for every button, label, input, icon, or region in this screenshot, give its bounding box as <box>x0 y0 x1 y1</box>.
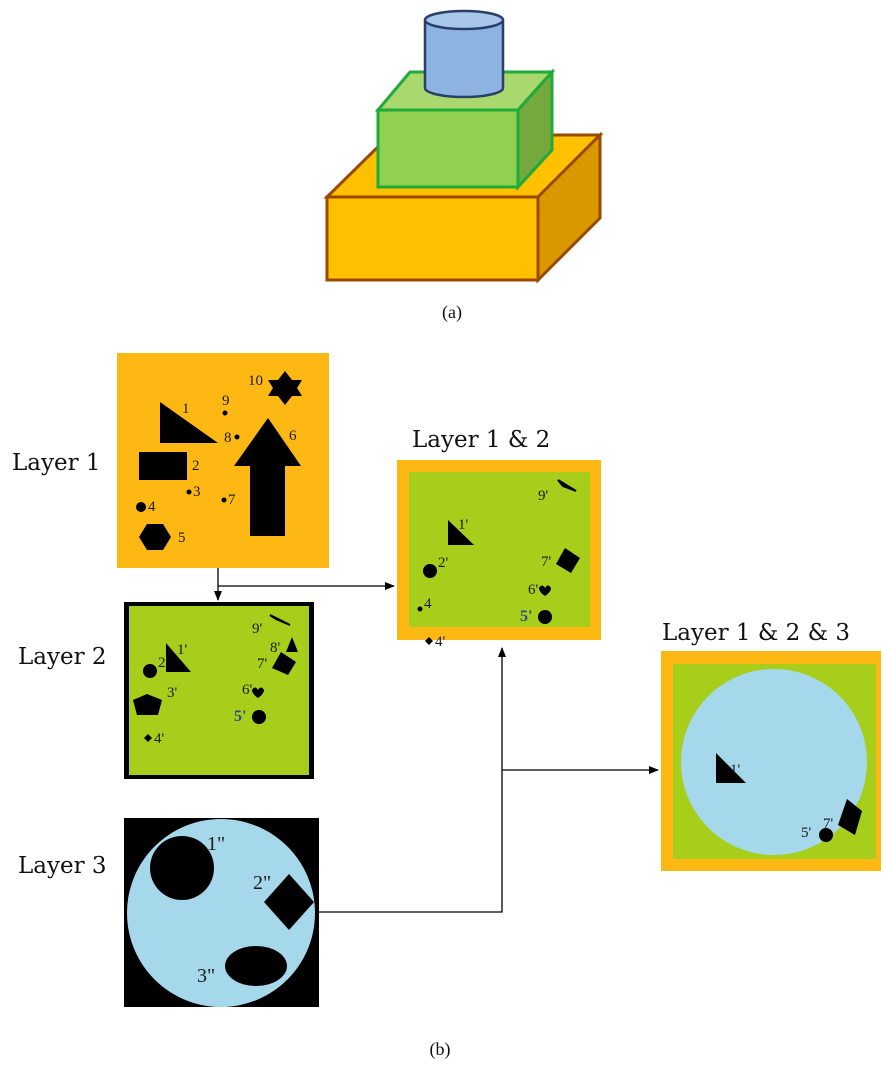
caption-a: (a) <box>442 302 462 323</box>
l123-label-1: 1' <box>730 762 741 778</box>
layer3-panel: 1" 2" 3" <box>124 818 319 1007</box>
label-layer3: Layer 3 <box>18 853 107 879</box>
layer1-panel: 1 2 3 4 5 6 7 8 9 10 <box>117 353 329 568</box>
top-cylinder <box>423 9 505 99</box>
l3-label-2: 2" <box>253 872 271 894</box>
layer12-panel: 1' 2' 4 4' 5' 6' 7' 9' <box>397 460 601 650</box>
label-layer2: Layer 2 <box>18 644 107 670</box>
arrow-layer3-to-layer12 <box>319 647 506 913</box>
stack-illustration <box>323 9 604 284</box>
l2-label-4: 4' <box>154 731 165 747</box>
l2-label-6: 6' <box>242 682 253 698</box>
connectors <box>214 568 659 913</box>
l12-label-6: 6' <box>528 582 539 598</box>
l1-label-5: 5 <box>178 530 186 546</box>
l1-label-7: 7 <box>228 492 236 508</box>
l1-label-4: 4 <box>148 499 156 515</box>
l1-label-2: 2 <box>192 458 200 474</box>
layer123-panel: 1' 5' 7' <box>661 651 881 871</box>
l3-label-1: 1" <box>207 833 225 855</box>
l1-label-1: 1 <box>182 401 190 417</box>
label-layer12: Layer 1 & 2 <box>412 427 550 453</box>
l12-label-4b: 4' <box>435 634 446 650</box>
l12-label-9: 9' <box>538 488 549 504</box>
layer2-panel: 1' 2' 3' 4' 5' 6' 7' 8' 9' <box>124 602 314 779</box>
label-layer1: Layer 1 <box>12 450 101 476</box>
l1-label-8: 8 <box>224 430 232 446</box>
l1-label-3: 3 <box>193 484 201 500</box>
l1-label-9: 9 <box>222 393 230 409</box>
l2-label-5: 5' <box>234 708 246 725</box>
caption-b: (b) <box>430 1039 451 1060</box>
label-layer123: Layer 1 & 2 & 3 <box>662 620 850 646</box>
l2-label-7: 7' <box>257 656 268 672</box>
l12-label-1: 1' <box>458 517 469 533</box>
l12-label-7: 7' <box>541 554 552 570</box>
l2-label-8: 8' <box>270 640 281 656</box>
l123-label-7: 7' <box>823 816 834 832</box>
l2-label-9: 9' <box>252 621 263 637</box>
l3-label-3: 3" <box>197 965 215 987</box>
l1-label-6: 6 <box>289 428 297 444</box>
l2-label-3: 3' <box>167 685 178 701</box>
l2-label-1: 1' <box>177 642 188 658</box>
l1-label-10: 10 <box>248 373 263 389</box>
l2-label-2: 2' <box>158 655 169 671</box>
l12-label-2: 2' <box>438 555 449 571</box>
l123-label-5: 5' <box>801 825 812 841</box>
l12-label-4a: 4 <box>424 596 432 612</box>
middle-cube <box>374 68 556 191</box>
l12-label-5: 5' <box>520 608 532 625</box>
